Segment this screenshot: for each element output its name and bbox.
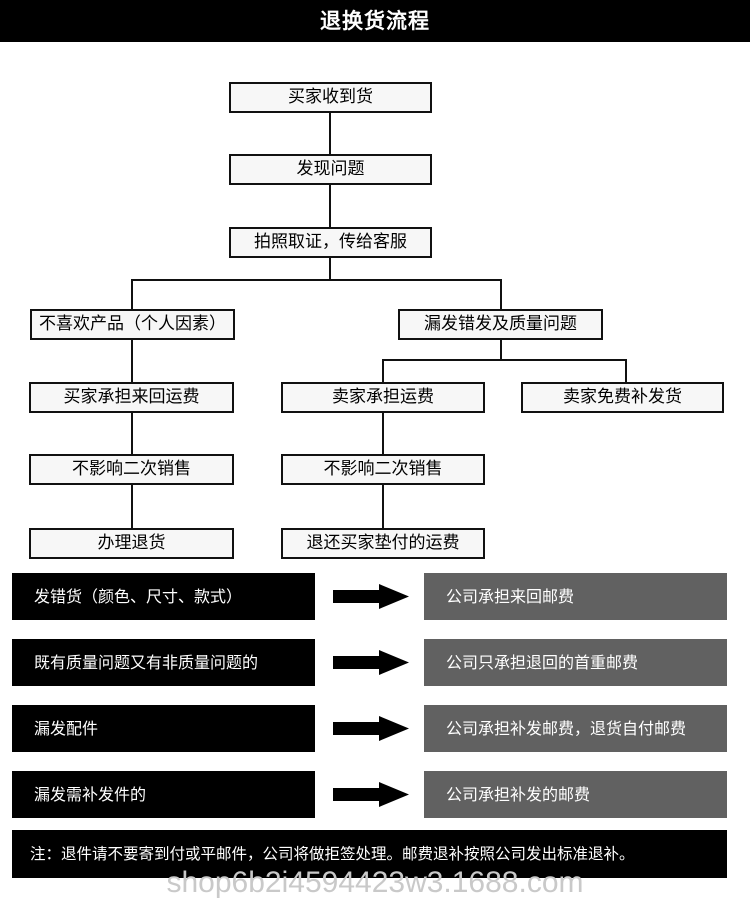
flow-node-photo-evidence[interactable]: 拍照取证，传给客服: [229, 227, 432, 258]
flow-node-label: 不影响二次销售: [72, 459, 191, 479]
connector-n7-n10: [382, 413, 384, 454]
table-row: 漏发需补发件的 公司承担补发的邮费: [0, 771, 750, 818]
cause-cell: 漏发配件: [12, 705, 315, 752]
flow-node-label: 发现问题: [296, 159, 365, 179]
result-cell: 公司承担补发邮费，退货自付邮费: [424, 705, 727, 752]
result-cell: 公司承担来回邮费: [424, 573, 727, 620]
split1-horizontal: [131, 279, 502, 281]
flow-node-label: 买家承担来回运费: [63, 387, 200, 407]
connector-n1-n2: [329, 113, 331, 155]
right-arrow-icon: [333, 782, 409, 807]
cause-cell: 发错货（颜色、尺寸、款式）: [12, 573, 315, 620]
split1-left-drop: [131, 279, 133, 310]
flow-node-process-return[interactable]: 办理退货: [29, 528, 234, 559]
flow-node-resalable-left[interactable]: 不影响二次销售: [29, 454, 234, 485]
split2-right-drop: [625, 359, 627, 382]
result-cell: 公司承担补发的邮费: [424, 771, 727, 818]
flow-node-label: 买家收到货: [288, 87, 373, 107]
flow-node-resalable-middle[interactable]: 不影响二次销售: [281, 454, 485, 485]
flow-node-label: 卖家免费补发货: [563, 387, 682, 407]
flow-node-seller-pays-shipping[interactable]: 卖家承担运费: [281, 382, 485, 413]
flowchart: 买家收到货 发现问题 拍照取证，传给客服 不喜欢产品（个人因素） 漏发错发及质量…: [0, 42, 750, 560]
table-row: 发错货（颜色、尺寸、款式） 公司承担来回邮费: [0, 573, 750, 620]
flow-node-seller-free-reship[interactable]: 卖家免费补发货: [521, 382, 724, 413]
connector-n10-n12: [382, 485, 384, 528]
split2-horizontal: [382, 359, 627, 361]
right-arrow-icon: [333, 584, 409, 609]
flow-node-found-problem[interactable]: 发现问题: [229, 154, 432, 185]
flow-node-label: 卖家承担运费: [332, 387, 434, 407]
table-row: 漏发配件 公司承担补发邮费，退货自付邮费: [0, 705, 750, 752]
flow-node-buyer-received[interactable]: 买家收到货: [229, 82, 432, 113]
connector-n3-split1: [329, 258, 331, 280]
flow-node-label: 退还买家垫付的运费: [306, 533, 460, 553]
split2-left-drop: [382, 359, 384, 382]
title-bar: 退换货流程: [0, 0, 750, 42]
flow-node-label: 拍照取证，传给客服: [254, 232, 407, 252]
flow-node-missing-wrong-quality[interactable]: 漏发错发及质量问题: [398, 309, 603, 340]
connector-n5-split2: [500, 340, 502, 360]
flow-node-label: 不喜欢产品（个人因素）: [39, 314, 226, 334]
cause-cell: 既有质量问题又有非质量问题的: [12, 639, 315, 686]
flow-node-label: 不影响二次销售: [323, 459, 443, 479]
connector-n2-n3: [329, 185, 331, 227]
page-title: 退换货流程: [320, 9, 430, 33]
right-arrow-icon: [333, 716, 409, 741]
flow-node-label: 漏发错发及质量问题: [424, 314, 577, 334]
connector-n6-n9: [131, 413, 133, 454]
connector-n9-n11: [131, 485, 133, 528]
right-arrow-icon: [333, 650, 409, 675]
cause-cell: 漏发需补发件的: [12, 771, 315, 818]
table-row: 既有质量问题又有非质量问题的 公司只承担退回的首重邮费: [0, 639, 750, 686]
footer-note: 注：退件请不要寄到付或平邮件，公司将做拒签处理。邮费退补按照公司发出标准退补。: [12, 830, 727, 878]
connector-n4-n6: [131, 340, 133, 382]
flow-node-refund-advanced-shipping[interactable]: 退还买家垫付的运费: [281, 528, 485, 559]
flow-node-dislike-product[interactable]: 不喜欢产品（个人因素）: [30, 309, 235, 340]
shipping-policy-table: 发错货（颜色、尺寸、款式） 公司承担来回邮费 既有质量问题又有非质量问题的 公司…: [0, 560, 750, 830]
flow-node-label: 办理退货: [97, 533, 166, 553]
flow-node-buyer-pays-shipping[interactable]: 买家承担来回运费: [29, 382, 234, 413]
split1-right-drop: [500, 279, 502, 310]
result-cell: 公司只承担退回的首重邮费: [424, 639, 727, 686]
